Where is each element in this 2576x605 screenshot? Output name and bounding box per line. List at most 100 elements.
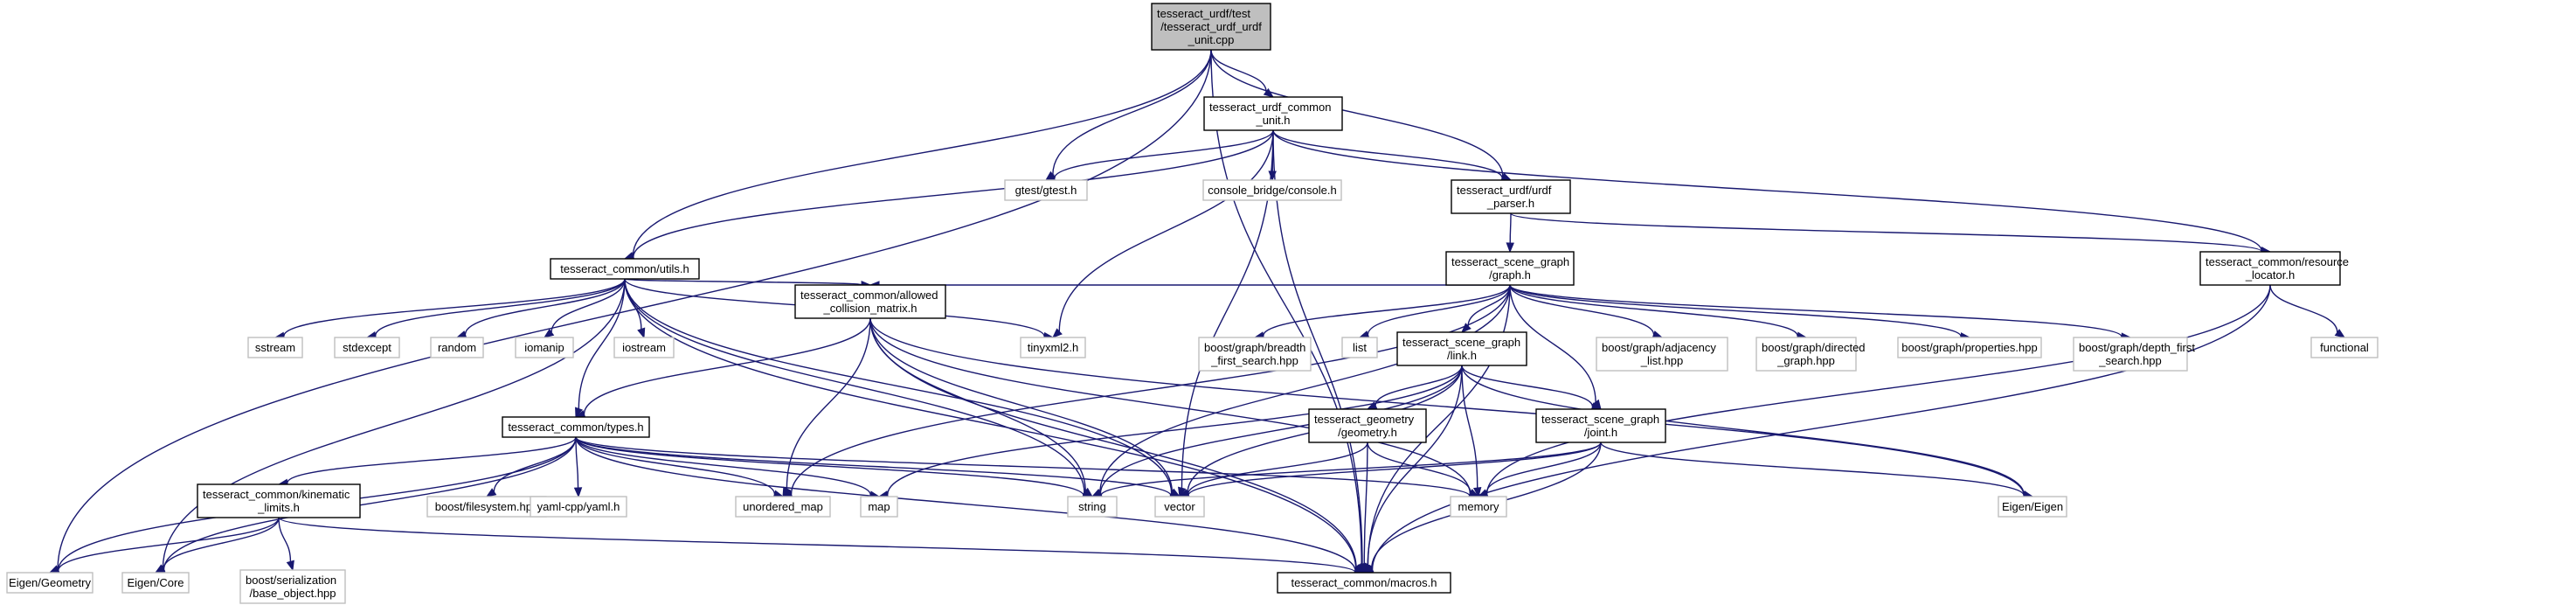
node-memory[interactable]: memory <box>1450 496 1507 518</box>
node-gtest[interactable]: gtest/gtest.h <box>1004 179 1088 201</box>
node-label: iomanip <box>524 341 564 354</box>
node-label: _locator.h <box>2245 268 2295 282</box>
edge-types-to-ecore <box>163 436 577 570</box>
node-egeom[interactable]: Eigen/Geometry <box>6 572 93 594</box>
edge-acm-to-types <box>583 317 871 414</box>
node-label: Eigen/Eigen <box>2002 500 2063 513</box>
node-box <box>239 569 346 604</box>
node-tinyxml2[interactable]: tinyxml2.h <box>1020 337 1086 358</box>
node-fs[interactable]: boost/filesystem.hpp <box>426 496 547 518</box>
node-stdexcept[interactable]: stdexcept <box>334 337 400 358</box>
arrowhead-icon <box>1472 486 1482 498</box>
node-label: _graph.hpp <box>1776 354 1835 367</box>
node-label: list <box>1353 341 1367 354</box>
node-bser[interactable]: boost/serialization/base_object.hpp <box>239 569 346 604</box>
node-box <box>1308 408 1427 443</box>
node-random[interactable]: random <box>430 337 484 358</box>
node-functional[interactable]: functional <box>2310 337 2379 358</box>
edge-utils-to-sstream <box>283 278 626 337</box>
node-properties[interactable]: boost/graph/properties.hpp <box>1897 337 2042 358</box>
node-box <box>1198 337 1312 372</box>
node-sstream[interactable]: sstream <box>247 337 303 358</box>
edge-resource-to-functional <box>2269 284 2338 333</box>
edge-graph-to-umap <box>790 284 1511 495</box>
node-link[interactable]: tesseract_scene_graph/link.h <box>1396 331 1527 366</box>
node-types[interactable]: tesseract_common/types.h <box>502 416 650 438</box>
node-list[interactable]: list <box>1341 337 1378 358</box>
edge-acm-to-vector <box>869 317 1174 493</box>
edge-link-to-map <box>887 365 1463 495</box>
node-label: tesseract_urdf_common <box>1209 101 1331 114</box>
node-macros[interactable]: tesseract_common/macros.h <box>1277 572 1451 594</box>
edge-utils-to-string <box>624 278 1085 493</box>
arrowhead-icon <box>1461 323 1472 333</box>
node-box <box>515 337 574 358</box>
arrowhead-icon <box>543 328 555 338</box>
node-iostream[interactable]: iostream <box>613 337 675 358</box>
arrowhead-icon <box>1506 242 1514 254</box>
arrowhead-icon <box>782 486 791 498</box>
node-string[interactable]: string <box>1067 496 1118 518</box>
node-directed[interactable]: boost/graph/directed_graph.hpp <box>1755 337 1866 372</box>
edge-geometry-to-vector <box>1187 442 1368 495</box>
node-utils[interactable]: tesseract_common/utils.h <box>550 258 700 280</box>
node-map[interactable]: map <box>860 496 898 518</box>
node-label: _parser.h <box>1486 197 1534 210</box>
node-kin[interactable]: tesseract_common/kinematic_limits.h <box>197 483 361 518</box>
edge-graph-to-list <box>1367 284 1511 335</box>
node-label: /tesseract_urdf_urdf <box>1160 20 1262 33</box>
node-umap[interactable]: unordered_map <box>735 496 831 518</box>
node-eigen[interactable]: Eigen/Eigen <box>1998 496 2067 518</box>
node-label: string <box>1078 500 1106 513</box>
node-label: _unit.cpp <box>1188 33 1235 46</box>
edge-acm-to-umap <box>786 317 871 490</box>
edge-joint-to-memory <box>1485 442 1602 494</box>
edge-kin-to-ecore <box>163 517 280 570</box>
node-geometry[interactable]: tesseract_geometry/geometry.h <box>1308 408 1427 443</box>
node-iomanip[interactable]: iomanip <box>515 337 574 358</box>
edge-root-to-egeom <box>57 49 1212 569</box>
edge-resource-to-memory <box>1485 284 2271 495</box>
node-box <box>6 572 93 594</box>
node-label: Eigen/Core <box>127 576 184 589</box>
node-box <box>1020 337 1086 358</box>
edge-utils-to-ecore <box>162 278 626 568</box>
node-graph[interactable]: tesseract_scene_graph/graph.h <box>1445 251 1575 286</box>
node-resource[interactable]: tesseract_common/resource_locator.h <box>2199 251 2349 286</box>
node-dfs[interactable]: boost/graph/depth_first_search.hpp <box>2073 337 2195 372</box>
node-common_unit[interactable]: tesseract_urdf_common_unit.h <box>1203 96 1343 131</box>
node-vector[interactable]: vector <box>1154 496 1205 518</box>
arrowhead-icon <box>575 407 583 419</box>
node-label: map <box>868 500 890 513</box>
node-label: boost/graph/directed <box>1762 341 1866 354</box>
edge-graph-to-string <box>1099 284 1511 493</box>
node-box <box>2310 337 2379 358</box>
edge-urdf_parser-to-resource <box>1510 212 2262 253</box>
node-yaml[interactable]: yaml-cpp/yaml.h <box>530 496 627 518</box>
node-urdf_parser[interactable]: tesseract_urdf/urdf_parser.h <box>1451 179 1571 214</box>
edge-utils-to-stdexcept <box>375 278 626 336</box>
node-label: memory <box>1458 500 1499 513</box>
edge-types-to-map <box>575 436 871 496</box>
arrowhead-icon <box>2334 329 2346 338</box>
node-root[interactable]: tesseract_urdf/test/tesseract_urdf_urdf_… <box>1151 3 1271 51</box>
node-label: /graph.h <box>1489 268 1531 282</box>
edge-utils-to-acm <box>624 278 862 286</box>
node-bfs[interactable]: boost/graph/breadth_first_search.hpp <box>1198 337 1312 372</box>
edge-joint-to-vector <box>1188 442 1602 497</box>
node-box <box>1341 337 1378 358</box>
node-label: tesseract_common/resource <box>2206 255 2349 268</box>
node-label: iostream <box>622 341 666 354</box>
node-joint[interactable]: tesseract_scene_graph/joint.h <box>1535 408 1666 443</box>
edge-joint-to-eigen <box>1600 442 2025 497</box>
node-adjlist[interactable]: boost/graph/adjacency_list.hpp <box>1596 337 1728 372</box>
node-ecore[interactable]: Eigen/Core <box>121 572 190 594</box>
node-console[interactable]: console_bridge/console.h <box>1202 179 1342 201</box>
node-acm[interactable]: tesseract_common/allowed_collision_matri… <box>794 284 946 319</box>
arrowhead-icon <box>1178 486 1187 498</box>
arrowhead-icon <box>637 327 646 339</box>
node-box <box>1450 496 1507 518</box>
node-label: console_bridge/console.h <box>1208 184 1336 197</box>
edge-kin-to-macros <box>278 517 1356 574</box>
node-box <box>735 496 831 518</box>
